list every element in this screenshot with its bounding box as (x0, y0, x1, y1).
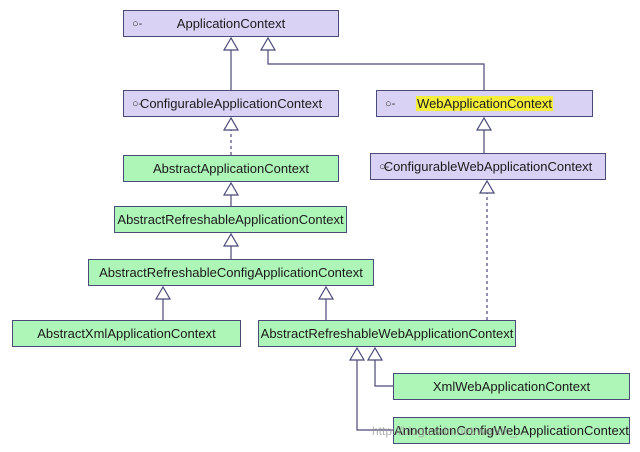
node-label: AbstractRefreshableApplicationContext (117, 212, 344, 227)
edge-annotation-config-web-application-context-to-abstract-refreshable-web-application-context (348, 346, 393, 431)
edge-abstract-refreshable-application-context-to-abstract-application-context (222, 181, 240, 206)
node-xml-web-application-context: XmlWebApplicationContext (393, 373, 630, 400)
node-label: XmlWebApplicationContext (432, 379, 591, 394)
node-abstract-refreshable-application-context: AbstractRefreshableApplicationContext (114, 206, 347, 233)
node-abstract-application-context: AbstractApplicationContext (123, 155, 339, 182)
generalization-arrowhead (475, 116, 493, 131)
node-configurable-web-application-context: ○- ConfigurableWebApplicationContext (370, 153, 606, 180)
node-configurable-application-context: ○- ConfigurableApplicationContext (123, 90, 339, 117)
node-label-highlighted: WebApplicationContext (416, 96, 553, 111)
generalization-arrowhead (222, 232, 240, 247)
node-label: AbstractRefreshableWebApplicationContext (260, 326, 514, 341)
interface-icon: ○- (132, 17, 143, 30)
edge-configurable-web-application-context-to-web-application-context (475, 116, 493, 153)
edge-abstract-refreshable-web-application-context-to-configurable-web-application-context (478, 179, 496, 320)
edge-abstract-refreshable-web-application-context-to-abstract-refreshable-config-application-context (317, 285, 335, 320)
interface-icon: ○- (385, 97, 396, 110)
edge-line (356, 360, 393, 431)
node-application-context: ○- ApplicationContext (123, 10, 339, 37)
edge-web-application-context-to-application-context (259, 36, 485, 90)
node-web-application-context: ○- WebApplicationContext (376, 90, 593, 117)
edge-line (267, 50, 485, 90)
node-label: ConfigurableWebApplicationContext (383, 159, 593, 174)
interface-icon: ○- (379, 160, 390, 173)
edge-abstract-xml-application-context-to-abstract-refreshable-config-application-context (154, 285, 172, 320)
edge-configurable-application-context-to-application-context (222, 36, 240, 90)
edge-abstract-refreshable-config-application-context-to-abstract-refreshable-application-context (222, 232, 240, 259)
node-abstract-refreshable-config-application-context: AbstractRefreshableConfigApplicationCont… (88, 259, 374, 286)
node-label: ConfigurableApplicationContext (139, 96, 323, 111)
interface-icon: ○- (132, 97, 143, 110)
generalization-arrowhead (317, 285, 335, 300)
generalization-arrowhead (154, 285, 172, 300)
node-label: ApplicationContext (176, 16, 286, 31)
generalization-arrowhead (348, 346, 366, 361)
edge-abstract-application-context-to-configurable-application-context (222, 116, 240, 155)
node-label: AbstractRefreshableConfigApplicationCont… (99, 265, 363, 280)
node-label: AnnotationConfigWebApplicationContext (394, 423, 629, 438)
generalization-arrowhead (259, 36, 277, 51)
edge-line (374, 360, 393, 387)
node-abstract-refreshable-web-application-context: AbstractRefreshableWebApplicationContext (258, 320, 516, 347)
generalization-arrowhead (222, 181, 240, 196)
node-label: AbstractApplicationContext (152, 161, 310, 176)
generalization-arrowhead (366, 346, 384, 361)
node-label: AbstractXmlApplicationContext (37, 326, 216, 341)
generalization-arrowhead (222, 36, 240, 51)
generalization-arrowhead (478, 179, 496, 194)
node-annotation-config-web-application-context: AnnotationConfigWebApplicationContext (393, 417, 630, 444)
edge-xml-web-application-context-to-abstract-refreshable-web-application-context (366, 346, 393, 387)
node-abstract-xml-application-context: AbstractXmlApplicationContext (12, 320, 241, 347)
watermark: http://blog.csdn.net/weixin_... (372, 424, 527, 438)
generalization-arrowhead (222, 116, 240, 131)
